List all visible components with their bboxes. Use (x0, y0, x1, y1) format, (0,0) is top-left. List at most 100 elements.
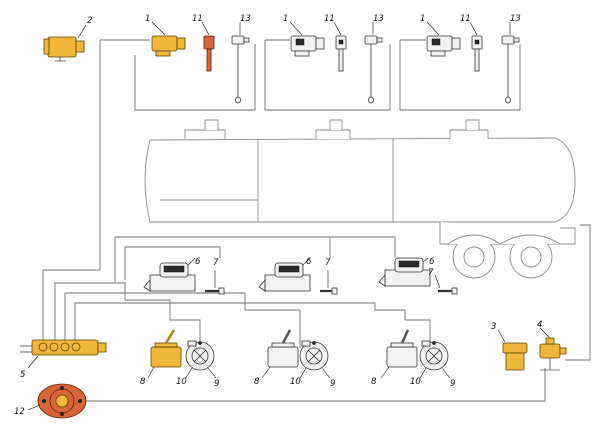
wire-sensor-upper-2 (124, 246, 221, 280)
flange-bolt-a (198, 341, 202, 345)
component-13-level-probe-c: 13 (501, 14, 521, 104)
component-11-level-switch-c: 11 (460, 14, 483, 72)
callout-1c: 1 (420, 14, 425, 24)
callout-11c: 11 (460, 14, 471, 24)
hatch-pipe-3 (465, 119, 480, 130)
level-switch-head-a (203, 35, 215, 50)
callout-10c: 10 (410, 377, 421, 387)
flange-disc-cross2-c (427, 349, 441, 363)
component-10-actuator-a: 10 (176, 340, 197, 387)
terminal-2 (49, 342, 59, 352)
meter-inlet-b (258, 278, 266, 292)
component-6-flow-meter-b: 6 (258, 257, 312, 292)
control-unit-body (47, 36, 77, 58)
tank-hatch-3 (449, 129, 489, 139)
meter-display-a (163, 265, 185, 273)
component-10-actuator-c: 10 (410, 340, 431, 387)
component-1-solenoid-valve-b: 1 (283, 14, 325, 57)
callout-leader-3 (497, 329, 506, 343)
wire-to-gauge-12 (85, 368, 546, 402)
ball-valve-body-a (150, 346, 182, 368)
component-8-ball-valve-b: 8 (254, 329, 299, 387)
callout-leader-10c (419, 367, 427, 379)
actuator-cap-c (421, 340, 431, 347)
solenoid-cap-b (315, 37, 325, 50)
wire-valve-branch-2 (64, 292, 301, 348)
level-probe-tip-b (368, 96, 374, 104)
level-probe-connector-b (376, 37, 383, 43)
callout-leader-8b (261, 366, 271, 379)
gauge-bolt-left (41, 398, 47, 404)
callout-9c: 9 (450, 379, 455, 389)
wire-main-trunk (42, 40, 101, 340)
callout-12: 12 (14, 407, 25, 417)
level-switch-probe-b (338, 48, 344, 72)
callout-4: 4 (537, 320, 542, 330)
callout-leader-2 (77, 24, 87, 39)
wheel-rear-hub (520, 246, 542, 268)
ball-valve-handle-c (400, 329, 410, 344)
component-2-control-unit: 2 (43, 16, 92, 62)
component-9-flange-disc-b: 9 (299, 341, 335, 389)
wire-to-sensor-4 (565, 224, 591, 361)
callout-9a: 9 (214, 379, 219, 389)
ball-valve-handle-b (281, 329, 292, 344)
callout-5: 5 (20, 370, 25, 380)
callout-11a: 11 (192, 14, 203, 24)
callout-7b: 7 (325, 258, 331, 268)
wire-harness-loop-2 (264, 40, 391, 111)
callout-13b: 13 (373, 14, 384, 24)
component-6-flow-meter-a: 6 (143, 257, 201, 292)
callout-8b: 8 (254, 377, 260, 387)
flange-bolt-b (312, 341, 316, 345)
component-10-actuator-b: 10 (290, 340, 311, 387)
wiring (20, 39, 591, 402)
solenoid-body-a (151, 35, 178, 52)
component-12-pressure-gauge: 12 (14, 383, 87, 419)
callout-7c: 7 (428, 268, 434, 278)
flange-disc-cross2-a (193, 349, 207, 363)
callout-leader-9b (321, 367, 331, 379)
terminal-1 (38, 342, 48, 352)
level-probe-head-a (231, 35, 245, 45)
tank-hatch-1 (184, 129, 226, 139)
meter-inlet-c (378, 273, 386, 287)
callout-leader-1c (426, 21, 440, 36)
level-switch-probe-a (206, 48, 212, 72)
control-unit-plug (75, 40, 85, 53)
flange-disc-cross2-b (307, 349, 321, 363)
ball-valve-top-a (154, 342, 178, 348)
component-9-flange-disc-c: 9 (419, 341, 455, 389)
flange-bolt-c (432, 341, 436, 345)
component-4-pressure-sensor: 4 (537, 320, 567, 371)
control-unit-flange (43, 38, 50, 55)
callout-13a: 13 (240, 14, 251, 24)
ball-valve-top-b (271, 342, 295, 348)
level-probe-connector-c (513, 37, 520, 43)
callout-10a: 10 (176, 377, 187, 387)
level-probe-head-c (501, 35, 515, 45)
gauge-bolt-right (77, 398, 83, 404)
callout-leader-7c (434, 274, 441, 289)
solenoid-window-b (295, 38, 305, 46)
meter-display-c (398, 260, 420, 268)
callout-3: 3 (491, 322, 496, 332)
level-probe-tip-c (505, 96, 511, 104)
callout-leader-5 (27, 355, 39, 369)
component-8-ball-valve-c: 8 (371, 329, 418, 387)
component-9-flange-disc-a: 9 (185, 341, 219, 389)
component-13-level-probe-b: 13 (364, 14, 384, 104)
callout-leader-6c (422, 257, 429, 263)
gauge-bolt-top (59, 385, 65, 391)
component-7-temp-probe-c: 7 (428, 268, 458, 295)
hatch-pipe-1 (204, 119, 219, 130)
ball-valve-handle-a (164, 329, 176, 344)
callout-11b: 11 (324, 14, 335, 24)
level-probe-connector-a (243, 37, 250, 43)
wire-harness-loop-3 (399, 40, 521, 111)
pressure-sensor-connector (559, 347, 567, 355)
meter-inlet-a (143, 278, 151, 292)
tank-body (144, 137, 576, 223)
callout-leader-9c (441, 367, 451, 379)
